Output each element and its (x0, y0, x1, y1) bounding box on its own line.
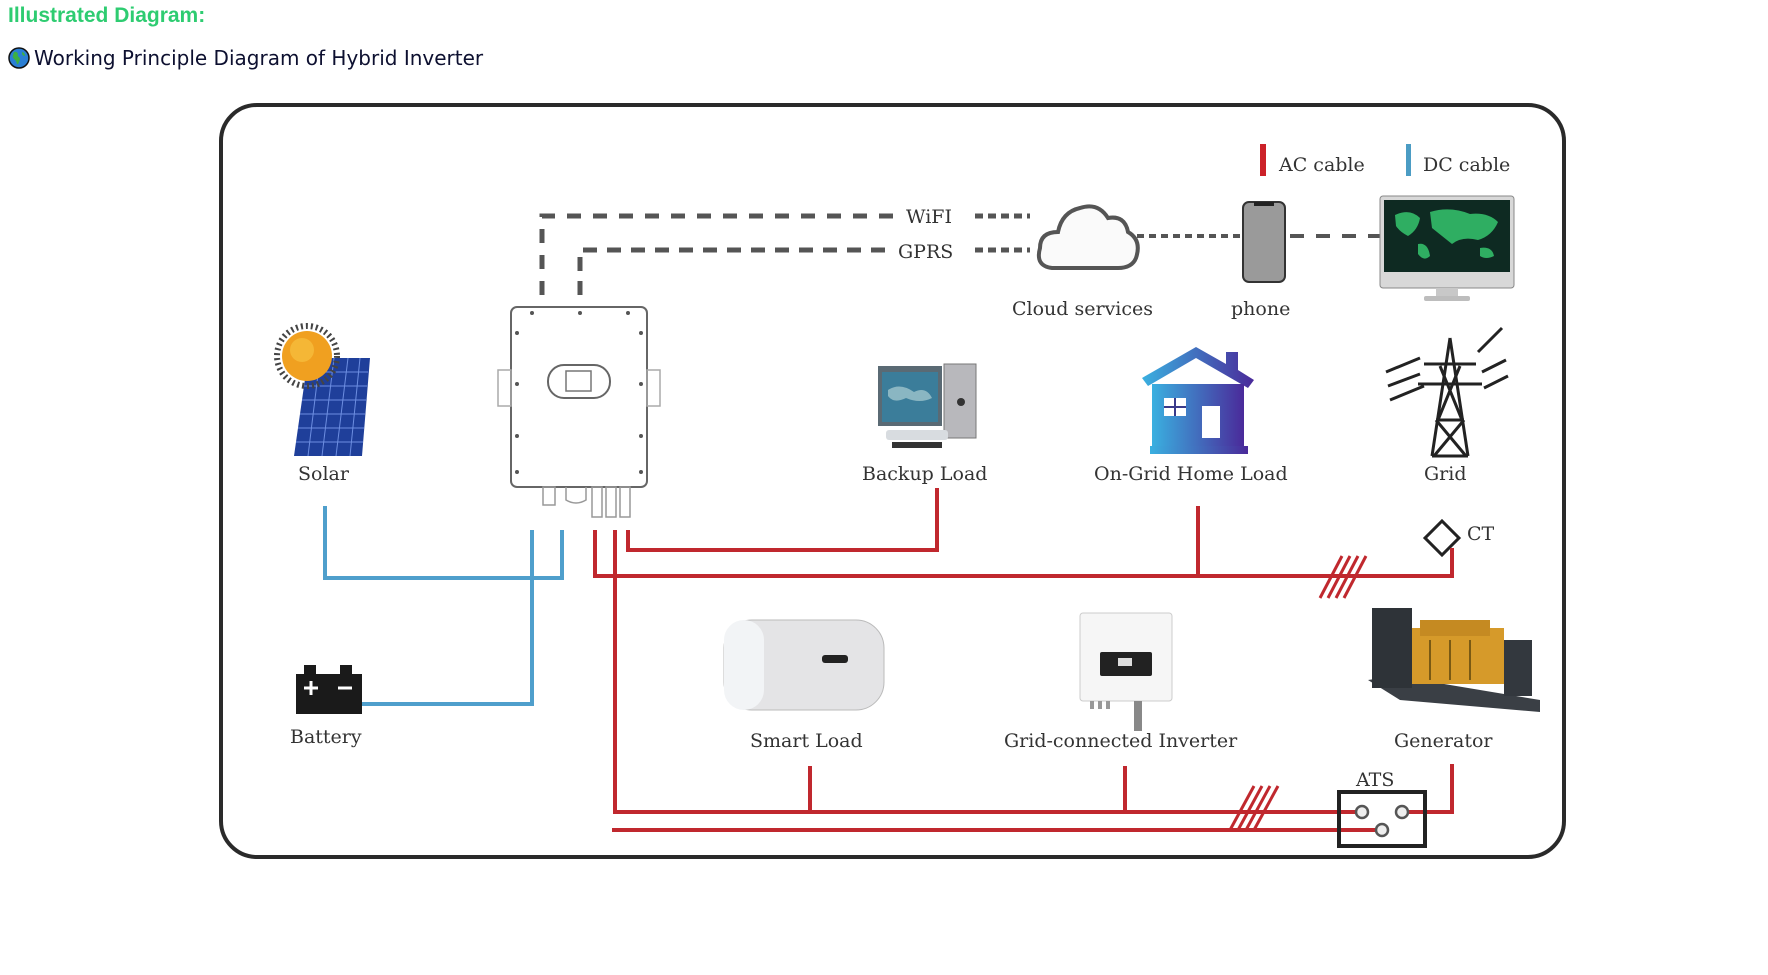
dc-battery-cable (362, 530, 534, 706)
phone-label: phone (1231, 298, 1290, 320)
solar-label: Solar (298, 463, 350, 485)
phone-icon (1242, 201, 1286, 283)
wifi-line (539, 213, 895, 295)
dc-cables (323, 506, 564, 706)
ats-label: ATS (1355, 769, 1394, 791)
grid-connected-inverter-label: Grid-connected Inverter (1004, 730, 1238, 752)
grid-connected-inverter-icon (1079, 612, 1173, 731)
wifi-label: WiFI (906, 206, 952, 228)
ac-ats-cable-1 (613, 530, 1362, 814)
grid-label: Grid (1424, 463, 1467, 485)
ac-backup-load-cable (626, 488, 939, 552)
ats-switch-icon (1337, 790, 1427, 848)
legend: AC cable DC cable (1260, 144, 1510, 176)
battery-label: Battery (290, 726, 362, 748)
section-heading: Illustrated Diagram: (8, 4, 206, 27)
ct-clamp-icon (1422, 518, 1462, 558)
battery-icon (296, 665, 362, 714)
dc-cable-label: DC cable (1423, 154, 1510, 176)
ac-cable-swatch (1260, 144, 1266, 176)
ongrid-home-load-label: On-Grid Home Load (1094, 463, 1288, 485)
ac-grid-cable (593, 530, 1454, 578)
cloud-icon (1036, 204, 1140, 270)
globe-icon (8, 47, 30, 69)
diagram-subtitle: Working Principle Diagram of Hybrid Inve… (8, 46, 483, 70)
hybrid-inverter-icon (497, 306, 661, 518)
smart-load-heater-icon (723, 619, 885, 711)
dc-solar-cable (323, 506, 564, 580)
gprs-label: GPRS (898, 241, 953, 263)
diagram-frame (219, 103, 1566, 859)
smart-load-label: Smart Load (750, 730, 863, 752)
subtitle-text: Working Principle Diagram of Hybrid Inve… (34, 46, 484, 70)
sun-icon (274, 323, 340, 389)
three-phase-marks (1228, 555, 1368, 831)
home-icon (1142, 347, 1254, 454)
monitor-icon (1379, 195, 1515, 301)
grid-tower-icon (1385, 326, 1509, 458)
ac-generator-cable (1400, 764, 1454, 814)
ct-label: CT (1467, 523, 1495, 545)
generator-label: Generator (1394, 730, 1493, 752)
gprs-line (577, 247, 895, 295)
backup-load-label: Backup Load (862, 463, 987, 485)
ac-cables (593, 488, 1454, 832)
generator-icon (1368, 608, 1540, 712)
backup-load-computer-icon (878, 363, 977, 448)
dc-cable-swatch (1406, 144, 1411, 176)
ac-cable-label: AC cable (1278, 154, 1365, 176)
cloud-services-label: Cloud services (1012, 298, 1153, 320)
communication-lines (539, 213, 1380, 295)
